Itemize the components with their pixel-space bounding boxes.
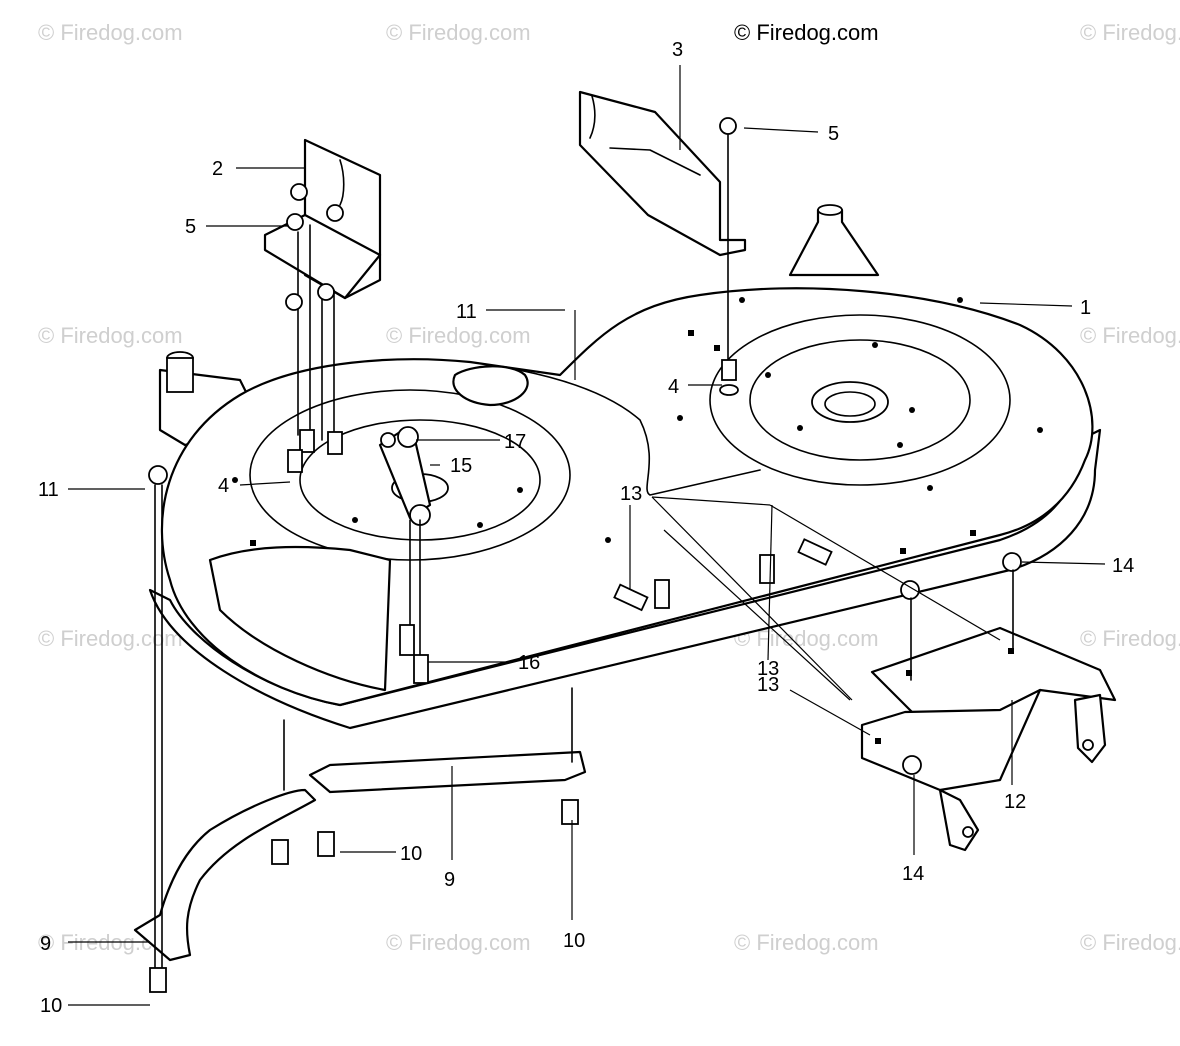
watermark: © Firedog.com [38,20,183,45]
front-hanger-bracket [860,626,1117,852]
callout-4: 4 [668,376,679,398]
callout-10: 10 [400,843,422,865]
watermark: © Firedog.com [1080,323,1180,348]
watermark: © Firedog.com [38,626,183,651]
callout-5: 5 [828,123,839,145]
callout-4: 4 [218,475,229,497]
callout-11: 11 [38,479,59,501]
callouts: 1 2 3 4 4 5 5 9 9 10 10 10 11 11 12 13 1… [38,39,1134,1017]
idler-assembly [378,426,432,684]
callout-1: 1 [1080,297,1091,319]
watermark: © Firedog.com [734,930,879,955]
watermark: © Firedog.com [386,323,531,348]
mounting-bolts [613,538,1022,775]
callout-9: 9 [40,933,51,955]
callout-10: 10 [40,995,62,1017]
watermark: © Firedog.com [386,20,531,45]
callout-3: 3 [672,39,683,61]
watermark: © Firedog.com [386,930,531,955]
callout-9: 9 [444,869,455,891]
watermark: © Firedog.com [1080,930,1180,955]
callout-12: 12 [1004,791,1026,813]
callout-16: 16 [518,652,540,674]
baffle [578,90,747,396]
callout-13: 13 [757,674,779,696]
callout-13: 13 [757,658,779,680]
callout-2: 2 [212,158,223,180]
watermark: © Firedog.com [1080,626,1180,651]
copyright-notice: © Firedog.com [734,20,879,45]
callout-10: 10 [563,930,585,952]
callout-11: 11 [456,301,477,323]
leader-lines [68,65,1106,1006]
callout-13: 13 [620,483,642,505]
callout-14: 14 [1112,555,1134,577]
stabilizer-bars [133,465,587,993]
callout-17: 17 [504,431,526,453]
callout-15: 15 [450,455,472,477]
watermark: © Firedog.com [38,323,183,348]
watermark: © Firedog.com [1080,20,1180,45]
callout-5: 5 [185,216,196,238]
mount-bracket [263,138,382,473]
callout-14: 14 [902,863,924,885]
